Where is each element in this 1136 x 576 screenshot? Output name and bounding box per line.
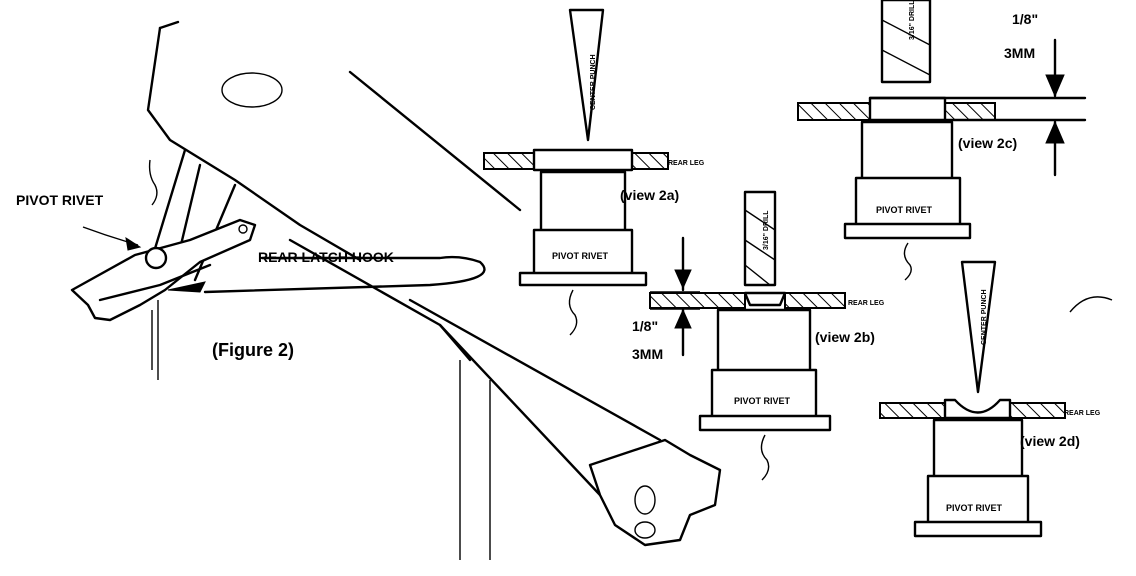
view-2a-detail: CENTER PUNCH REAR LEG PIVOT RIVET — [483, 8, 705, 336]
view-2b-label: (view 2b) — [815, 329, 875, 345]
pivot-rivet-body-2d: PIVOT RIVET — [946, 503, 1003, 513]
pivot-rivet-body-2c: PIVOT RIVET — [876, 205, 933, 215]
pivot-rivet-body-2a: PIVOT RIVET — [552, 251, 609, 261]
foot-cap — [588, 438, 722, 547]
pivot-rivet-head — [144, 246, 168, 270]
figure-2-caption: (Figure 2) — [212, 340, 294, 360]
view-2c-label: (view 2c) — [958, 135, 1017, 151]
dim-mm-2c: 3MM — [1004, 45, 1035, 61]
view-2c-detail: 3/16" DRILL PIVOT RIVET — [797, 0, 1087, 281]
center-punch-tool-2a — [568, 8, 605, 142]
drill-bit-2b — [743, 190, 777, 287]
rear-leg-label-2a: REAR LEG — [668, 160, 705, 167]
drill-bit-2c — [880, 0, 932, 84]
pivot-rivet-label: PIVOT RIVET — [16, 192, 104, 208]
dim-fraction-2c: 1/8" — [1012, 11, 1038, 27]
center-punch-label-2d: CENTER PUNCH — [981, 289, 988, 345]
center-punch-label-2a: CENTER PUNCH — [590, 54, 597, 110]
view-2d-detail: CENTER PUNCH REAR LEG PIVOT RIVET — [879, 260, 1101, 538]
figure-2-assembly — [70, 20, 722, 560]
center-punch-tool-2d — [960, 260, 997, 394]
rear-latch-hook-label: REAR LATCH HOOK — [258, 249, 394, 265]
dim-fraction-2b: 1/8" — [632, 318, 658, 334]
view-2b-detail: 3/16" DRILL REAR LEG PIVOT RIVET — [649, 190, 885, 481]
drill-label-2b: 3/16" DRILL — [763, 210, 770, 250]
view-2d-label: (view 2d) — [1020, 433, 1080, 449]
rear-leg-label-2b: REAR LEG — [848, 300, 885, 307]
panel-hole — [221, 72, 283, 108]
dim-mm-2b: 3MM — [632, 346, 663, 362]
drill-label-2c: 3/16" DRILL — [909, 0, 916, 40]
pivot-rivet-body-2b: PIVOT RIVET — [734, 396, 791, 406]
rear-leg-label-2d: REAR LEG — [1064, 410, 1101, 417]
arc-mark — [1069, 296, 1113, 313]
view-2a-label: (view 2a) — [620, 187, 679, 203]
